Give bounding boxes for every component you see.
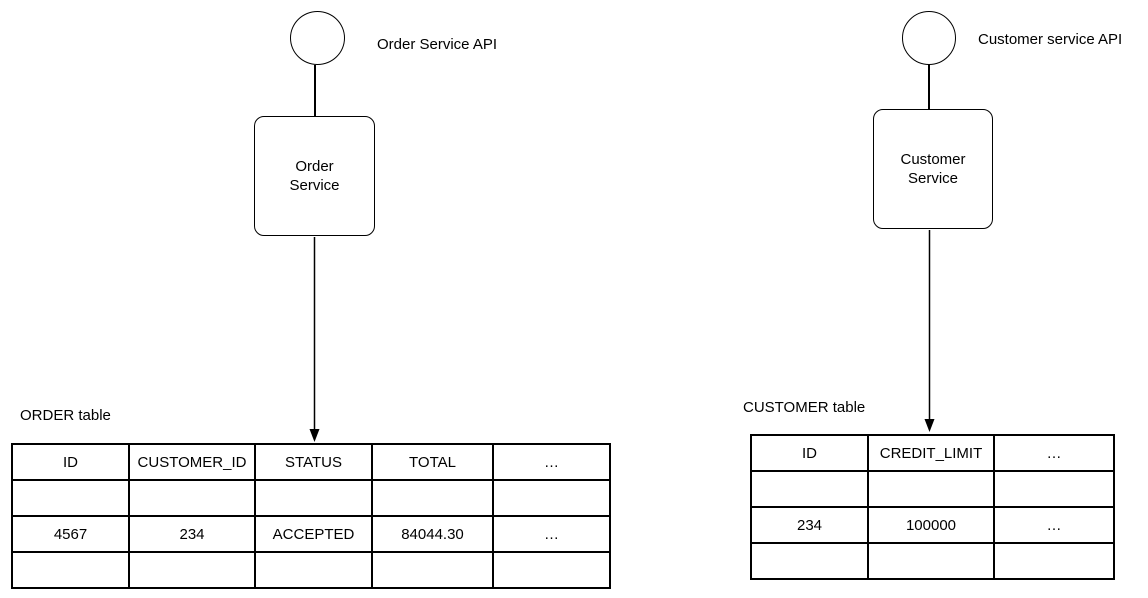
- order-table-cell: [492, 479, 611, 517]
- order-table-cell: [128, 551, 256, 589]
- customer-table-title: CUSTOMER table: [743, 399, 866, 416]
- customer-db-arrow: [924, 230, 935, 432]
- customer-service-label: Customer Service: [900, 150, 966, 188]
- order-table-title: ORDER table: [20, 407, 111, 424]
- customer-table-cell: [750, 470, 869, 508]
- order-table-cell: 234: [128, 515, 256, 553]
- order-table-header-cell: ID: [11, 443, 130, 481]
- order-api-connector-line: [314, 65, 316, 116]
- customer-table-header-cell: CREDIT_LIMIT: [867, 434, 995, 472]
- customer-table-cell: …: [993, 506, 1115, 544]
- customer-table-cell: [867, 470, 995, 508]
- order-table-header-cell: TOTAL: [371, 443, 494, 481]
- order-table-cell: 4567: [11, 515, 130, 553]
- order-api-label: Order Service API: [377, 36, 498, 53]
- customer-api-label: Customer service API: [978, 31, 1123, 48]
- order-db-arrow: [309, 237, 320, 442]
- order-table-row: [11, 551, 611, 589]
- order-table-header-row: ID CUSTOMER_ID STATUS TOTAL …: [11, 443, 611, 481]
- order-service-box: Order Service: [254, 116, 375, 236]
- customer-table-header-cell: ID: [750, 434, 869, 472]
- customer-table-row: [750, 470, 1115, 508]
- customer-table: ID CREDIT_LIMIT … 234 100000 …: [750, 434, 1115, 580]
- customer-table-cell: 234: [750, 506, 869, 544]
- order-table-cell: [371, 479, 494, 517]
- order-table-header-cell: STATUS: [254, 443, 373, 481]
- customer-table-cell: [993, 542, 1115, 580]
- order-table-cell: ACCEPTED: [254, 515, 373, 553]
- order-table-header-cell: CUSTOMER_ID: [128, 443, 256, 481]
- order-table-cell: [11, 551, 130, 589]
- order-table-cell: [371, 551, 494, 589]
- order-table-cell: [11, 479, 130, 517]
- order-table-cell: …: [492, 515, 611, 553]
- customer-api-connector-line: [928, 64, 930, 109]
- order-table-cell: [128, 479, 256, 517]
- order-table-row: 4567 234 ACCEPTED 84044.30 …: [11, 515, 611, 553]
- arrow-head-icon: [924, 419, 935, 432]
- order-table-header-cell: …: [492, 443, 611, 481]
- customer-table-row: [750, 542, 1115, 580]
- order-api-circle-icon: [290, 11, 345, 65]
- order-table-cell: [254, 551, 373, 589]
- customer-table-header-row: ID CREDIT_LIMIT …: [750, 434, 1115, 472]
- customer-table-cell: 100000: [867, 506, 995, 544]
- order-service-label: Order Service: [289, 157, 340, 195]
- customer-table-cell: [750, 542, 869, 580]
- customer-service-box: Customer Service: [873, 109, 993, 229]
- order-table-row: [11, 479, 611, 517]
- arrow-head-icon: [309, 429, 320, 442]
- customer-table-cell: [993, 470, 1115, 508]
- customer-api-circle-icon: [902, 11, 956, 65]
- order-table: ID CUSTOMER_ID STATUS TOTAL … 4567 234 A…: [11, 443, 611, 589]
- order-table-cell: 84044.30: [371, 515, 494, 553]
- customer-table-header-cell: …: [993, 434, 1115, 472]
- customer-table-row: 234 100000 …: [750, 506, 1115, 544]
- order-table-cell: [254, 479, 373, 517]
- order-table-cell: [492, 551, 611, 589]
- customer-table-cell: [867, 542, 995, 580]
